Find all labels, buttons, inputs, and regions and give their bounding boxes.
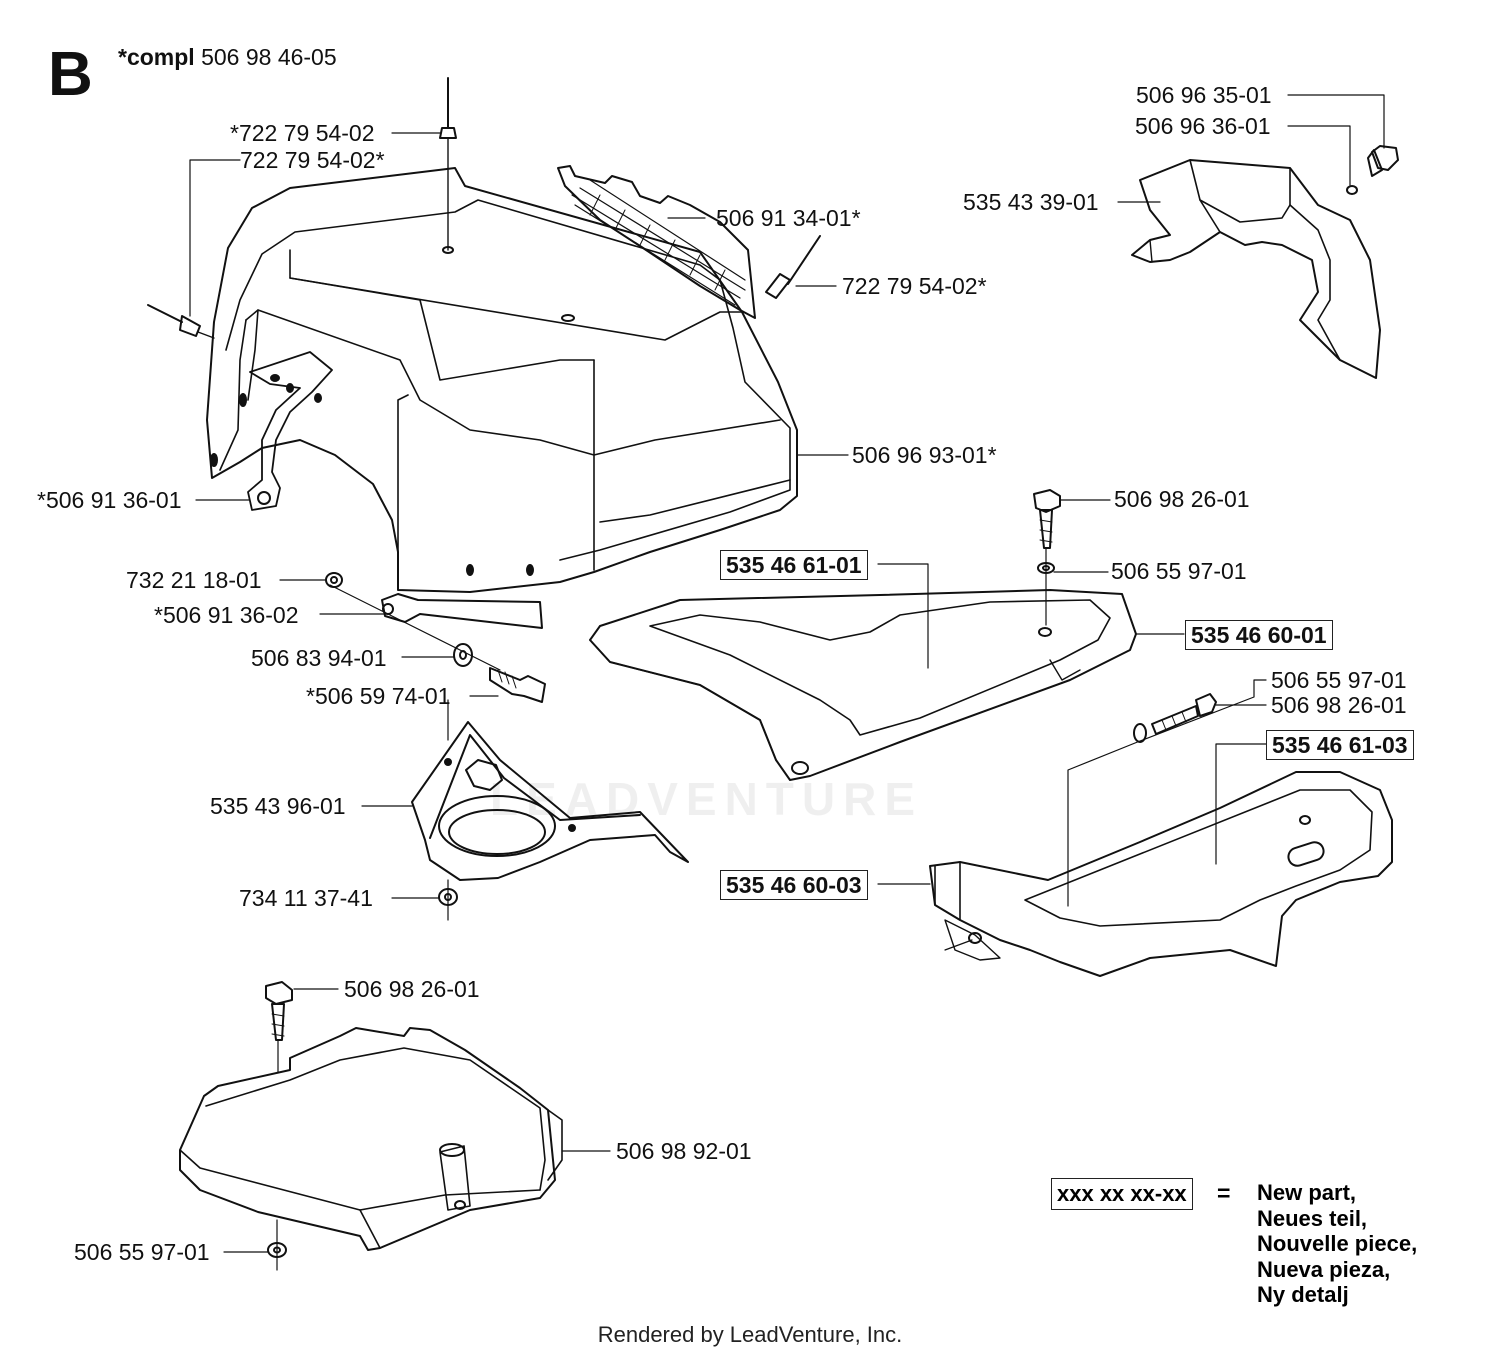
leader-lines xyxy=(189,94,1385,1253)
legend-line: Neues teil, xyxy=(1257,1205,1368,1231)
front-cover-drawing xyxy=(179,1027,563,1251)
duct-ring-drawing xyxy=(411,699,689,881)
part-label: 722 79 54-02* xyxy=(842,273,987,299)
hood-body-drawing xyxy=(206,167,798,593)
support-bracket-drawing xyxy=(247,351,333,511)
part-label: 506 55 97-01 xyxy=(1271,667,1407,693)
new-part-label: 535 46 61-03 xyxy=(1266,730,1414,760)
part-label: *506 91 36-01 xyxy=(37,487,182,513)
rivet-left-drawing xyxy=(147,304,215,339)
part-label: 506 83 94-01 xyxy=(251,645,387,671)
legend-sample: xxx xx xx-xx xyxy=(1051,1178,1193,1210)
legend-translations: New part, Neues teil, Nouvelle piece, Nu… xyxy=(1257,1180,1417,1308)
legend-line: New part, xyxy=(1257,1180,1357,1205)
side-cover-drawing xyxy=(1131,159,1381,379)
seat-screw-drawing xyxy=(1033,489,1061,626)
part-label: 535 43 96-01 xyxy=(210,793,346,819)
part-label: 506 91 34-01* xyxy=(716,205,861,231)
part-label: 506 96 93-01* xyxy=(852,442,997,468)
legend-line: Nueva pieza, xyxy=(1257,1256,1391,1282)
part-label: *506 91 36-02 xyxy=(154,602,299,628)
part-label: *722 79 54-02 xyxy=(230,120,375,146)
grille-drawing xyxy=(557,165,756,319)
watermark: LEADVENTURE xyxy=(490,773,924,825)
footer-credit: Rendered by LeadVenture, Inc. xyxy=(597,1322,903,1347)
section-letter: B xyxy=(48,40,93,109)
part-label: 506 96 35-01 xyxy=(1136,82,1272,108)
part-label: 722 79 54-02* xyxy=(240,147,385,173)
part-label: *506 59 74-01 xyxy=(306,683,451,709)
cover-washer-drawing xyxy=(267,1219,287,1271)
washer-bolt-drawing xyxy=(453,643,546,703)
small-washer-drawing xyxy=(438,879,458,921)
rear-seat-part-drawing xyxy=(929,771,1393,977)
assembly-part-number: 506 98 46-05 xyxy=(201,44,337,70)
assembly-number: *compl 506 98 46-05 xyxy=(118,44,337,71)
assembly-prefix: *compl xyxy=(118,44,195,70)
seat-screw-right-drawing xyxy=(1133,693,1217,743)
part-label: 506 98 92-01 xyxy=(616,1138,752,1164)
part-label: 506 98 26-01 xyxy=(344,976,480,1002)
rivet-top-drawing xyxy=(439,77,457,251)
part-label: 506 55 97-01 xyxy=(1111,558,1247,584)
legend-equals: = xyxy=(1217,1180,1231,1206)
legend-line: Nouvelle piece, xyxy=(1257,1231,1418,1256)
new-part-label: 535 46 60-01 xyxy=(1185,620,1333,650)
part-label: 535 43 39-01 xyxy=(963,189,1099,215)
part-label: 506 96 36-01 xyxy=(1135,113,1271,139)
rivet-right-drawing xyxy=(765,235,821,299)
part-label: 506 98 26-01 xyxy=(1114,486,1250,512)
cover-screw-drawing xyxy=(265,981,293,1073)
part-label: 734 11 37-41 xyxy=(239,885,373,911)
seat-pan-drawing xyxy=(589,589,1137,781)
part-label: 506 55 97-01 xyxy=(74,1239,210,1265)
legend-line: Ny detalj xyxy=(1257,1282,1349,1307)
part-label: 506 98 26-01 xyxy=(1271,692,1407,718)
part-label: 732 21 18-01 xyxy=(126,567,262,593)
new-part-label: 535 46 60-03 xyxy=(720,870,868,900)
new-part-label: 535 46 61-01 xyxy=(720,550,868,580)
screw-side-drawing xyxy=(1346,145,1399,195)
